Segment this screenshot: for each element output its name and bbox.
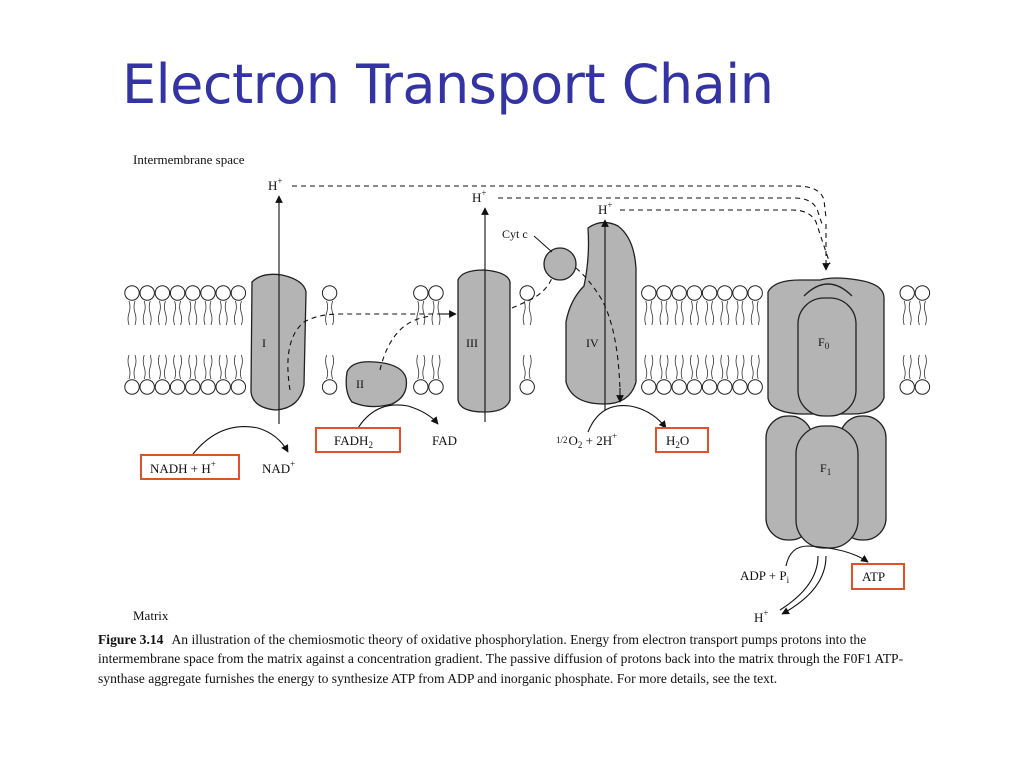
nad-label: NAD+	[262, 459, 295, 476]
atp-box	[851, 563, 905, 590]
matrix-label: Matrix	[133, 608, 169, 623]
complex-ii-label: II	[356, 377, 364, 391]
fad-label: FAD	[432, 433, 457, 448]
h2o-box	[655, 427, 709, 453]
lipid-bilayer	[124, 285, 931, 395]
complex-ii	[345, 361, 408, 408]
figure-number: Figure 3.14	[98, 632, 164, 647]
proton-return-arrow-1	[781, 555, 827, 615]
proton-return-arrow-2	[779, 555, 819, 611]
h-plus-label-2: H+	[472, 188, 486, 205]
o2-to-h2o-arrow	[587, 404, 667, 433]
slide-title: Electron Transport Chain	[122, 53, 774, 116]
fadh2-to-fad-arrow	[357, 404, 439, 429]
fadh2-label: FADH2	[334, 433, 373, 450]
h2o-label: H2O	[666, 433, 689, 450]
cyt-c-pointer	[533, 235, 553, 253]
f0-subunit	[767, 277, 885, 417]
atp-label: ATP	[862, 569, 885, 584]
caption-text: An illustration of the chemiosmotic theo…	[98, 632, 904, 686]
f0-label: F0	[818, 335, 830, 351]
f1-label: F1	[820, 461, 831, 477]
fadh2-box	[315, 427, 401, 453]
nadh-label: NADH + H+	[150, 459, 216, 476]
cyt-c-label: Cyt c	[502, 227, 528, 241]
complex-i-label: I	[262, 336, 266, 350]
nadh-box	[140, 454, 240, 480]
complex-iv	[565, 221, 637, 405]
adp-label: ADP + Pi	[740, 568, 790, 585]
intermembrane-label-line1: Intermembrane space	[133, 152, 245, 167]
cytochrome-c	[543, 247, 577, 281]
nadh-to-nad-arrow	[189, 426, 289, 459]
h-plus-label-matrix: H+	[754, 608, 768, 625]
complex-iii	[457, 269, 511, 413]
electron-path	[287, 267, 621, 391]
f1-subunit	[765, 415, 887, 549]
h-plus-label-1: H+	[268, 176, 282, 193]
complex-iii-label: III	[466, 336, 478, 350]
complex-iv-label: IV	[586, 336, 599, 350]
oxygen-label: 1/2O2 + 2H+	[556, 431, 617, 450]
adp-to-atp-arrow	[785, 545, 869, 567]
h-plus-label-3: H+	[598, 200, 612, 217]
proton-flow-lines	[292, 185, 831, 265]
